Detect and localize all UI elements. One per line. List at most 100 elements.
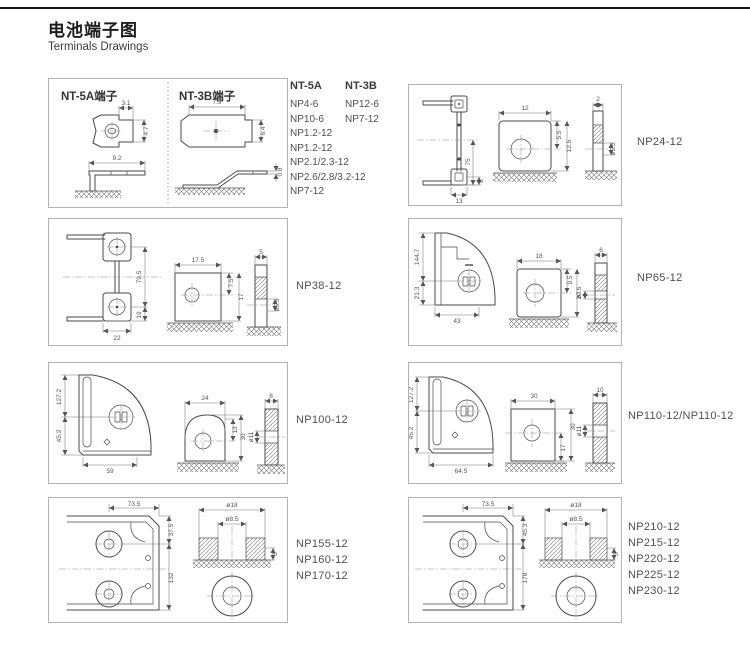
- model-item: NP7-12: [290, 186, 324, 197]
- model-item: NP1.2-12: [290, 128, 333, 139]
- np110-section-view: 10 ø11: [576, 387, 615, 472]
- col-nt3b-header: NT-3B: [345, 80, 377, 92]
- model-item: NP4-6: [290, 99, 319, 110]
- nt3b-side-view: 0.8: [175, 163, 284, 195]
- dim-label: 12.5: [566, 139, 573, 152]
- nt5a-top-view: 3.1 4.7: [92, 100, 150, 148]
- dim-label: 64.5: [455, 468, 468, 475]
- np155-drawing: 73.5 37.5 132 ø18 ø8.5 3: [59, 501, 279, 620]
- panel-np65: 144.7 21.3 43 18 9.5 20.5: [408, 218, 622, 346]
- dim-label: 20.5: [576, 286, 583, 299]
- nt3b-title: NT-3B端子: [179, 89, 236, 103]
- np155-front-view: 73.5 37.5 132: [59, 501, 175, 611]
- np65-drawing: 144.7 21.3 43 18 9.5 20.5: [414, 232, 617, 332]
- dim-label: ø18: [570, 502, 582, 509]
- nt-terminals-drawing: NT-5A端子 NT-3B端子 3.1 4.7 9.2: [61, 82, 284, 204]
- np210-drawing: 73.5 45.3 178 ø18 ø8.5 3: [415, 501, 620, 620]
- dim-label: 3: [613, 552, 620, 556]
- dim-label: ø11: [248, 431, 255, 442]
- col-nt5a-header: NT-5A: [290, 80, 322, 92]
- label-np100: NP100-12: [296, 414, 348, 426]
- dim-label: 13: [455, 198, 463, 205]
- np110-drawing: 127.2 45.2 64.5 30 17 30: [409, 376, 615, 475]
- dim-label: 12: [521, 105, 529, 112]
- np210-front-view: 73.5 45.3 178: [415, 501, 529, 611]
- label-np160: NP160-12: [296, 554, 348, 566]
- label-group-np210: NP210-12 NP215-12 NP220-12 NP225-12 NP23…: [628, 519, 680, 599]
- dim-label: 75: [465, 158, 472, 166]
- dim-label: 0.8: [277, 167, 284, 176]
- dim-label: 43: [453, 318, 461, 325]
- panel-np110: 127.2 45.2 64.5 30 17 30: [408, 362, 622, 484]
- panel-np155: 73.5 37.5 132 ø18 ø8.5 3: [48, 497, 288, 623]
- np155-top-view: [207, 572, 257, 620]
- dim-label: 6: [599, 247, 603, 254]
- dim-label: ø5.5: [274, 298, 281, 311]
- np110-front-view: 30 17 30: [505, 393, 577, 472]
- model-item: NP7-12: [345, 113, 379, 125]
- model-item: NP2.1/2.3-12: [290, 157, 349, 168]
- np24-section-view: 2 ø5.5: [585, 96, 617, 180]
- np65-side-view: 144.7 21.3 43: [414, 232, 496, 325]
- np65-section-view: 6 ø7: [576, 247, 617, 332]
- dim-label: 45.2: [409, 426, 415, 439]
- dim-label: 37.5: [168, 523, 175, 536]
- label-np155: NP155-12: [296, 538, 348, 550]
- np24-side-view: 75 8 13: [417, 95, 485, 205]
- np210-section-view: ø18 ø8.5 3: [539, 502, 620, 568]
- dim-label: ø8.5: [569, 516, 582, 523]
- dim-label: 45.3: [522, 523, 529, 536]
- dim-label: 144.7: [414, 248, 421, 265]
- dim-label: 79.5: [136, 270, 143, 283]
- dim-label: ø7: [576, 291, 583, 299]
- np38-section-view: 5 ø5.5: [247, 249, 281, 336]
- dim-label: 7.5: [228, 278, 235, 287]
- np65-front-view: 18 9.5 20.5: [509, 253, 583, 328]
- dim-label: 17: [560, 444, 567, 452]
- dim-label: 5.5: [556, 130, 563, 139]
- np100-side-view: 127.2 45.2 59: [56, 374, 152, 475]
- dim-label: 13: [232, 426, 239, 434]
- dim-label: 132: [168, 572, 175, 583]
- dim-label: 3: [272, 552, 279, 556]
- model-item: NP10-6: [290, 113, 324, 125]
- label-np65: NP65-12: [637, 272, 683, 284]
- dim-label: ø5.5: [610, 142, 617, 155]
- np38-side-view: 79.5 19 22: [63, 232, 161, 342]
- dim-label: 4.7: [143, 126, 150, 135]
- dim-label: 30: [240, 433, 247, 441]
- np155-section-view: ø18 ø8.5 3: [193, 502, 279, 568]
- panel-np100: 127.2 45.2 59 24 13 30: [48, 362, 288, 484]
- dim-label: 30: [530, 393, 538, 400]
- np210-top-view: [551, 572, 601, 620]
- label-np170: NP170-12: [296, 570, 348, 582]
- panel-np210: 73.5 45.3 178 ø18 ø8.5 3: [408, 497, 622, 623]
- nt5a-title: NT-5A端子: [61, 89, 118, 103]
- dim-label: 22: [113, 335, 121, 342]
- dim-label: ø18: [226, 502, 238, 509]
- dim-label: 7.9: [212, 99, 221, 106]
- np110-side-view: 127.2 45.2 64.5: [409, 376, 494, 475]
- np100-drawing: 127.2 45.2 59 24 13 30: [56, 374, 285, 475]
- dim-label: 6.4: [260, 126, 267, 135]
- dim-label: 2: [596, 96, 600, 103]
- model-item: NP12-6: [345, 99, 379, 110]
- panel-np38: 79.5 19 22 17.5 7.5 17: [48, 218, 288, 346]
- panel-np24: 75 8 13 12 5.5 12.5: [408, 84, 622, 206]
- np100-section-view: 8 ø11: [248, 393, 285, 474]
- page-subtitle: Terminals Drawings: [48, 41, 149, 53]
- dim-label: 24: [201, 395, 209, 402]
- np24-drawing: 75 8 13 12 5.5 12.5: [417, 95, 617, 205]
- nt5a-side-view: 9.2: [75, 155, 146, 198]
- np38-drawing: 79.5 19 22 17.5 7.5 17: [63, 232, 281, 342]
- dim-label: 3.1: [121, 100, 130, 107]
- page-title: 电池端子图: [48, 21, 138, 40]
- label-np38: NP38-12: [296, 280, 342, 292]
- model-item: NP1.2-12: [290, 142, 333, 154]
- col-nt5a-items: NP4-6 NP10-6 NP1.2-12 NP1.2-12 NP2.1/2.3…: [290, 98, 366, 200]
- dim-label: ø8.5: [225, 516, 238, 523]
- dim-label: 10: [596, 387, 604, 394]
- dim-label: 127.2: [56, 388, 63, 405]
- dim-label: 9.5: [567, 275, 574, 284]
